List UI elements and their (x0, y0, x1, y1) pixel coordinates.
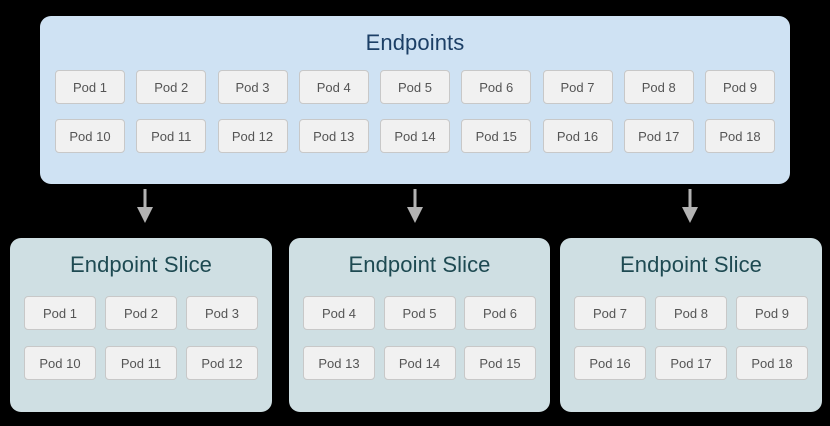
pod-chip[interactable]: Pod 2 (136, 70, 207, 104)
pod-chip[interactable]: Pod 12 (186, 346, 258, 380)
pod-chip[interactable]: Pod 13 (303, 346, 375, 380)
endpoint-slice-pod-grid: Pod 4 Pod 5 Pod 6 Pod 13 Pod 14 Pod 15 (303, 296, 536, 396)
pod-chip[interactable]: Pod 6 (464, 296, 536, 330)
endpoints-title: Endpoints (365, 30, 465, 55)
pod-chip[interactable]: Pod 18 (705, 119, 775, 153)
pod-chip[interactable]: Pod 17 (655, 346, 727, 380)
endpoint-slice-pod-grid: Pod 1 Pod 2 Pod 3 Pod 10 Pod 11 Pod 12 (24, 296, 258, 396)
slice-pod-row-1: Pod 7 Pod 8 Pod 9 (574, 296, 808, 330)
down-arrow-icon (137, 189, 153, 223)
slice-pod-row-2: Pod 13 Pod 14 Pod 15 (303, 346, 536, 380)
down-arrow-icon (407, 189, 423, 223)
pod-chip[interactable]: Pod 11 (136, 119, 207, 153)
pod-chip[interactable]: Pod 2 (105, 296, 177, 330)
pod-chip[interactable]: Pod 1 (55, 70, 125, 104)
pod-chip[interactable]: Pod 18 (736, 346, 808, 380)
slice-pod-row-1: Pod 4 Pod 5 Pod 6 (303, 296, 536, 330)
pod-chip[interactable]: Pod 6 (461, 70, 532, 104)
endpoint-slice-pod-grid: Pod 7 Pod 8 Pod 9 Pod 16 Pod 17 Pod 18 (574, 296, 808, 396)
pod-chip[interactable]: Pod 8 (655, 296, 727, 330)
endpoints-pod-grid: Pod 1 Pod 2 Pod 3 Pod 4 Pod 5 Pod 6 Pod … (55, 70, 775, 153)
pod-chip[interactable]: Pod 9 (705, 70, 775, 104)
pod-chip[interactable]: Pod 14 (383, 346, 456, 380)
endpoint-slice-title: Endpoint Slice (348, 252, 491, 277)
endpoint-slice-panel-2: Endpoint Slice Pod 4 Pod 5 Pod 6 Pod 13 … (289, 238, 550, 412)
pod-chip[interactable]: Pod 14 (380, 119, 450, 153)
endpoints-panel: Endpoints Pod 1 Pod 2 Pod 3 Pod 4 Pod 5 … (40, 16, 790, 184)
down-arrow-icon (682, 189, 698, 223)
pod-chip[interactable]: Pod 5 (383, 296, 456, 330)
slice-pod-row-2: Pod 10 Pod 11 Pod 12 (24, 346, 258, 380)
pod-chip[interactable]: Pod 9 (736, 296, 808, 330)
pod-chip[interactable]: Pod 10 (24, 346, 96, 380)
pod-chip[interactable]: Pod 17 (623, 119, 694, 153)
pod-chip[interactable]: Pod 3 (217, 70, 288, 104)
pod-chip[interactable]: Pod 15 (464, 346, 536, 380)
pod-chip[interactable]: Pod 12 (217, 119, 288, 153)
pod-chip[interactable]: Pod 1 (24, 296, 96, 330)
pod-chip[interactable]: Pod 3 (186, 296, 258, 330)
pod-chip[interactable]: Pod 8 (623, 70, 694, 104)
pod-chip[interactable]: Pod 16 (542, 119, 613, 153)
pod-chip[interactable]: Pod 13 (298, 119, 369, 153)
pod-chip[interactable]: Pod 11 (105, 346, 177, 380)
endpoints-pod-row-2: Pod 10 Pod 11 Pod 12 Pod 13 Pod 14 Pod 1… (55, 119, 775, 153)
pod-chip[interactable]: Pod 5 (380, 70, 450, 104)
pod-chip[interactable]: Pod 16 (574, 346, 646, 380)
slice-pod-row-2: Pod 16 Pod 17 Pod 18 (574, 346, 808, 380)
endpoint-slice-title: Endpoint Slice (619, 252, 763, 277)
pod-chip[interactable]: Pod 4 (298, 70, 369, 104)
endpoint-slice-title: Endpoint Slice (69, 252, 213, 277)
endpoint-slice-panel-1: Endpoint Slice Pod 1 Pod 2 Pod 3 Pod 10 … (10, 238, 272, 412)
pod-chip[interactable]: Pod 15 (461, 119, 532, 153)
slice-pod-row-1: Pod 1 Pod 2 Pod 3 (24, 296, 258, 330)
pod-chip[interactable]: Pod 7 (542, 70, 613, 104)
endpoints-pod-row-1: Pod 1 Pod 2 Pod 3 Pod 4 Pod 5 Pod 6 Pod … (55, 70, 775, 104)
pod-chip[interactable]: Pod 4 (303, 296, 375, 330)
pod-chip[interactable]: Pod 7 (574, 296, 646, 330)
pod-chip[interactable]: Pod 10 (55, 119, 125, 153)
endpoint-slice-panel-3: Endpoint Slice Pod 7 Pod 8 Pod 9 Pod 16 … (560, 238, 822, 412)
